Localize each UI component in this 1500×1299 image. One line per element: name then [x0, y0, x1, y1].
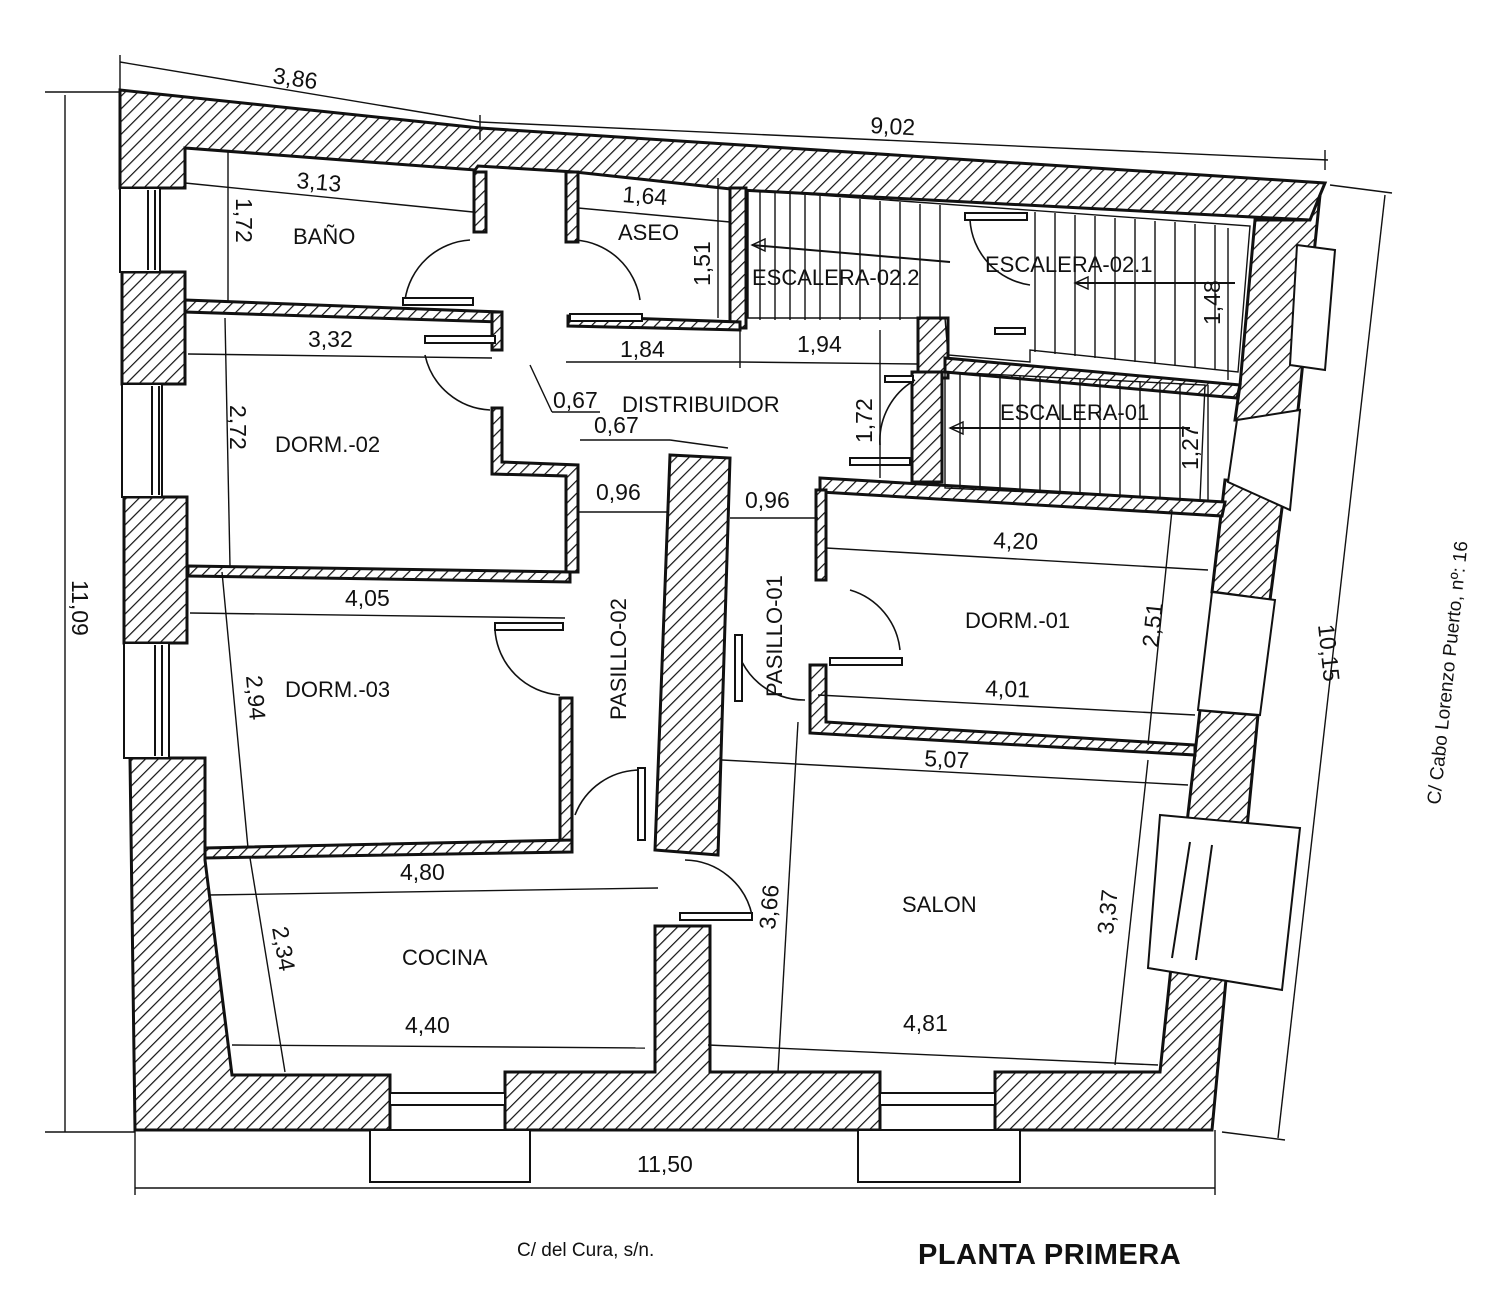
- label-bano: BAÑO: [293, 224, 355, 249]
- dim-dorm03-h: 2,94: [241, 674, 271, 721]
- balcony-bottom-1: [369, 1129, 531, 1183]
- plan-title: PLANTA PRIMERA: [918, 1239, 1181, 1271]
- balcony-bottom-2: [857, 1129, 1021, 1183]
- dim-bottom: 11,50: [637, 1151, 693, 1177]
- dim-esc-h: 1,48: [1199, 280, 1225, 325]
- wall-bottom-right: [993, 956, 1230, 1132]
- label-pasillo-01: PASILLO-01: [762, 575, 787, 697]
- window-left-2: [121, 383, 163, 498]
- label-dorm-03: DORM.-03: [285, 677, 390, 702]
- dim-cocina-w1: 4,80: [400, 859, 445, 885]
- wall-left-lower: [128, 756, 392, 1132]
- window-right-1: [1288, 243, 1337, 372]
- wall-dorm01-left: [814, 488, 828, 582]
- dim-cocina-h: 2,34: [267, 924, 300, 973]
- dim-aseo-h: 1,51: [689, 241, 715, 286]
- dim-top-left: 3,86: [271, 62, 319, 94]
- dim-esc01-h: 1,27: [1177, 425, 1203, 470]
- wall-bano-right: [472, 170, 488, 234]
- dim-salon-h1: 3,66: [754, 884, 784, 931]
- dim-aseo-w: 1,64: [622, 181, 669, 210]
- dim-dorm02-w: 3,32: [308, 326, 353, 352]
- label-dorm-02: DORM.-02: [275, 432, 380, 457]
- window-bottom-2: [879, 1092, 996, 1106]
- wall-central-pier: [653, 453, 732, 857]
- wall-dorm03-top: [186, 564, 572, 584]
- wall-stair-bottom-l: [916, 316, 950, 380]
- window-left-1: [119, 187, 161, 273]
- dim-dist-b: 1,94: [797, 331, 842, 357]
- label-distribuidor: DISTRIBUIDOR: [622, 392, 780, 417]
- dim-cocina-w2: 4,40: [405, 1012, 450, 1038]
- wall-left-2: [122, 495, 189, 645]
- dimension-lines: [45, 55, 1393, 1195]
- label-salon: SALON: [902, 892, 977, 917]
- dim-top-right: 9,02: [870, 112, 916, 140]
- dim-dorm02-h: 2,72: [225, 405, 251, 450]
- wall-top: [118, 88, 1328, 222]
- wall-stair-mid: [943, 356, 1242, 400]
- wall-dorm01-bottom: [808, 663, 1197, 757]
- dimension-labels: 3,86 9,02 11,09 10,15 11,50 3,13 1,72 1,…: [67, 62, 1345, 1177]
- wall-dorm01-top: [818, 476, 1227, 518]
- exterior-walls: [118, 88, 1328, 1132]
- wall-esc01-left: [910, 370, 944, 484]
- interior-walls: [183, 170, 1242, 860]
- dim-salon-w1: 5,07: [924, 745, 970, 773]
- dim-dorm01-h: 2,51: [1137, 601, 1168, 648]
- dim-pas01-w: 0,96: [745, 487, 790, 513]
- dim-bano-w: 3,13: [296, 167, 343, 197]
- window-right-3: [1196, 590, 1277, 717]
- label-escalera-02-1: ESCALERA-02.1: [985, 252, 1153, 277]
- wall-stair-left: [728, 186, 748, 330]
- windows: [119, 187, 1337, 1183]
- label-pasillo-02: PASILLO-02: [606, 598, 631, 720]
- dim-dorm01-w1: 4,20: [993, 527, 1039, 555]
- stairs: [747, 189, 1251, 501]
- wall-dorm03-right: [558, 696, 574, 850]
- dim-dist-d: 0,67: [594, 412, 639, 438]
- room-labels: BAÑO ASEO ESCALERA-02.2 ESCALERA-02.1 ES…: [275, 220, 1153, 970]
- dim-left: 11,09: [67, 580, 93, 636]
- label-escalera-01: ESCALERA-01: [1000, 400, 1149, 425]
- dim-pas02-w: 0,96: [596, 479, 641, 505]
- balcony-right: [1146, 813, 1302, 992]
- dim-dist-a: 1,84: [620, 336, 665, 362]
- dim-bano-h: 1,72: [231, 198, 257, 243]
- dim-dist-c: 0,67: [553, 387, 598, 413]
- wall-dorm02-right: [490, 310, 504, 352]
- window-right-2: [1226, 408, 1302, 512]
- dim-dist-h: 1,72: [851, 398, 877, 443]
- label-cocina: COCINA: [402, 945, 488, 970]
- street-right: C/ Cabo Lorenzo Puerto, nº: 16: [1424, 540, 1473, 805]
- label-escalera-02-2: ESCALERA-02.2: [752, 265, 920, 290]
- street-bottom: C/ del Cura, s/n.: [517, 1240, 654, 1261]
- dim-salon-w2: 4,81: [903, 1010, 948, 1036]
- dim-right: 10,15: [1313, 623, 1345, 683]
- window-bottom-1: [389, 1092, 506, 1106]
- dim-dorm01-w2: 4,01: [985, 675, 1031, 703]
- dim-salon-h2: 3,37: [1092, 888, 1123, 935]
- wall-bottom-mid: [503, 924, 882, 1132]
- wall-left-1: [120, 270, 187, 386]
- label-aseo: ASEO: [618, 220, 679, 245]
- dim-dorm03-w: 4,05: [345, 585, 390, 611]
- label-dorm-01: DORM.-01: [965, 608, 1070, 633]
- wall-aseo-left: [564, 170, 580, 244]
- wall-cocina-top: [203, 838, 574, 860]
- wall-dorm02-notch: [490, 406, 580, 574]
